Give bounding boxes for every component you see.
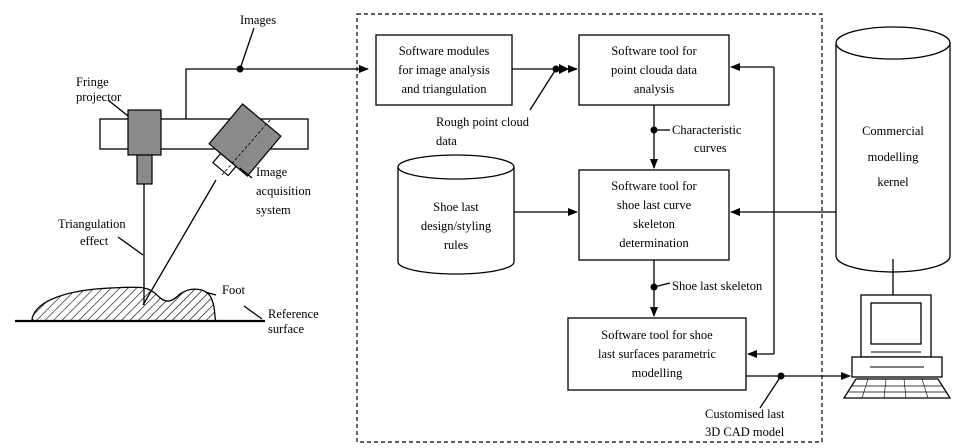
- curve-skeleton-line-4: determination: [619, 236, 689, 250]
- curve-skeleton-box: [578, 169, 730, 261]
- software-boundary: [356, 13, 823, 443]
- rough-point-cloud-label-1: Rough point cloud: [436, 115, 530, 129]
- surface-modelling-line-2: last surfaces parametric: [598, 347, 716, 361]
- modelling-kernel-line-3: kernel: [877, 175, 909, 189]
- rough-point-cloud-label-2: data: [436, 134, 457, 148]
- design-rules-database: [397, 154, 515, 275]
- fringe-projector-label-1: Fringe: [76, 75, 109, 89]
- reference-surface-label-1: Reference: [268, 307, 319, 321]
- modelling-kernel-database: [835, 26, 951, 273]
- curve-skeleton-line-3: skeleton: [633, 217, 675, 231]
- image-analysis-box: [375, 34, 513, 106]
- shoe-last-skeleton-label: Shoe last skeleton: [672, 279, 763, 293]
- computer-icon: [842, 294, 952, 399]
- fringe-projector-body: [127, 109, 162, 156]
- reference-surface-label-2: surface: [268, 322, 305, 336]
- image-acquisition-label-1: Image: [256, 165, 288, 179]
- image-acquisition-camera: [208, 103, 282, 177]
- surface-modelling-line-1: Software tool for shoe: [601, 328, 713, 342]
- curve-skeleton-line-2: shoe last curve: [617, 198, 692, 212]
- fringe-projector-lens: [136, 154, 153, 185]
- image-analysis-line-3: and triangulation: [401, 82, 487, 96]
- point-cloud-analysis-line-2: point clouda data: [611, 63, 698, 77]
- scanner-illustration: [15, 99, 309, 323]
- modelling-kernel-line-2: modelling: [868, 150, 919, 164]
- characteristic-curves-label-1: Characteristic: [672, 123, 742, 137]
- point-cloud-analysis-line-3: analysis: [634, 82, 674, 96]
- image-analysis-line-2: for image analysis: [398, 63, 490, 77]
- design-rules-line-2: design/styling: [421, 219, 492, 233]
- characteristic-curves-label-2: curves: [694, 141, 727, 155]
- curve-skeleton-line-1: Software tool for: [611, 179, 697, 193]
- images-arrow: [185, 65, 369, 119]
- foot-shape: [31, 286, 218, 322]
- design-rules-line-3: rules: [444, 238, 468, 252]
- foot-label: Foot: [222, 283, 245, 297]
- point-cloud-analysis-line-1: Software tool for: [611, 44, 697, 58]
- modelling-kernel-line-1: Commercial: [862, 124, 924, 138]
- image-acquisition-label-2: acquisition: [256, 184, 312, 198]
- image-analysis-line-1: Software modules: [399, 44, 490, 58]
- customised-model-label-2: 3D CAD model: [705, 425, 785, 439]
- surface-modelling-box: [567, 317, 747, 391]
- triangulation-effect-label-2: effect: [80, 234, 109, 248]
- surface-modelling-line-3: modelling: [632, 366, 683, 380]
- customised-model-label-1: Customised last: [705, 407, 785, 421]
- images-label: Images: [240, 13, 276, 27]
- fringe-projector-label-2: projector: [76, 90, 122, 104]
- design-rules-line-1: Shoe last: [433, 200, 479, 214]
- triangulation-effect-label-1: Triangulation: [58, 217, 126, 231]
- image-acquisition-label-3: system: [256, 203, 291, 217]
- camera-ray: [142, 179, 217, 306]
